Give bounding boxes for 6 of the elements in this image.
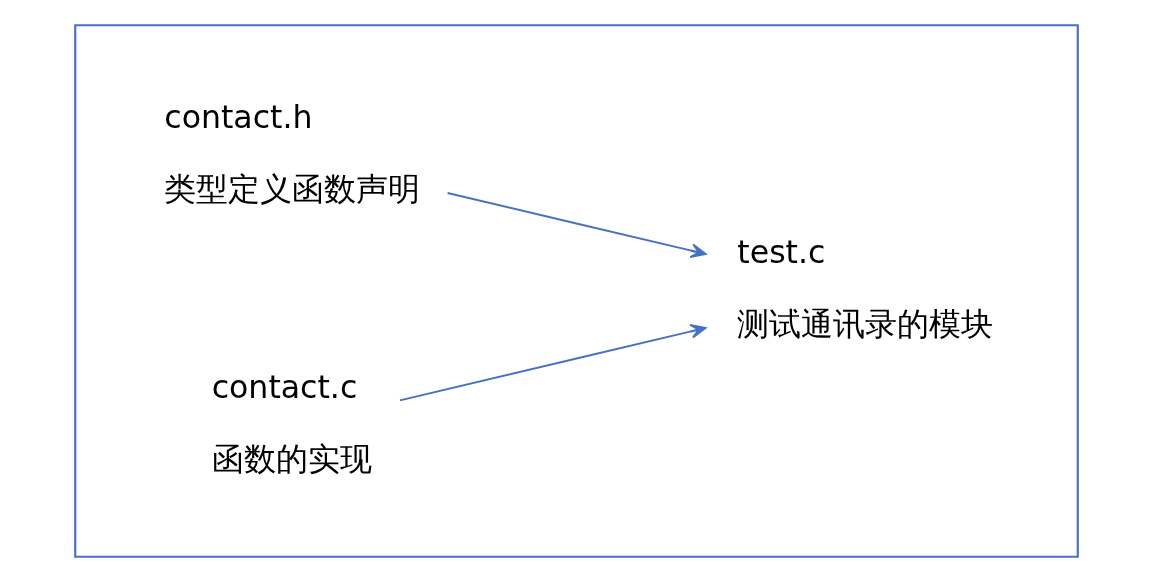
node-text: contact.h 类型定义函数声明: [164, 99, 421, 207]
arrow: [399, 324, 707, 402]
cluster: [74, 24, 1079, 558]
node-text: contact.c 函数的实现: [211, 369, 372, 477]
node-text: test.c 测试通讯录的模块: [737, 234, 994, 342]
arrow: [446, 192, 707, 258]
